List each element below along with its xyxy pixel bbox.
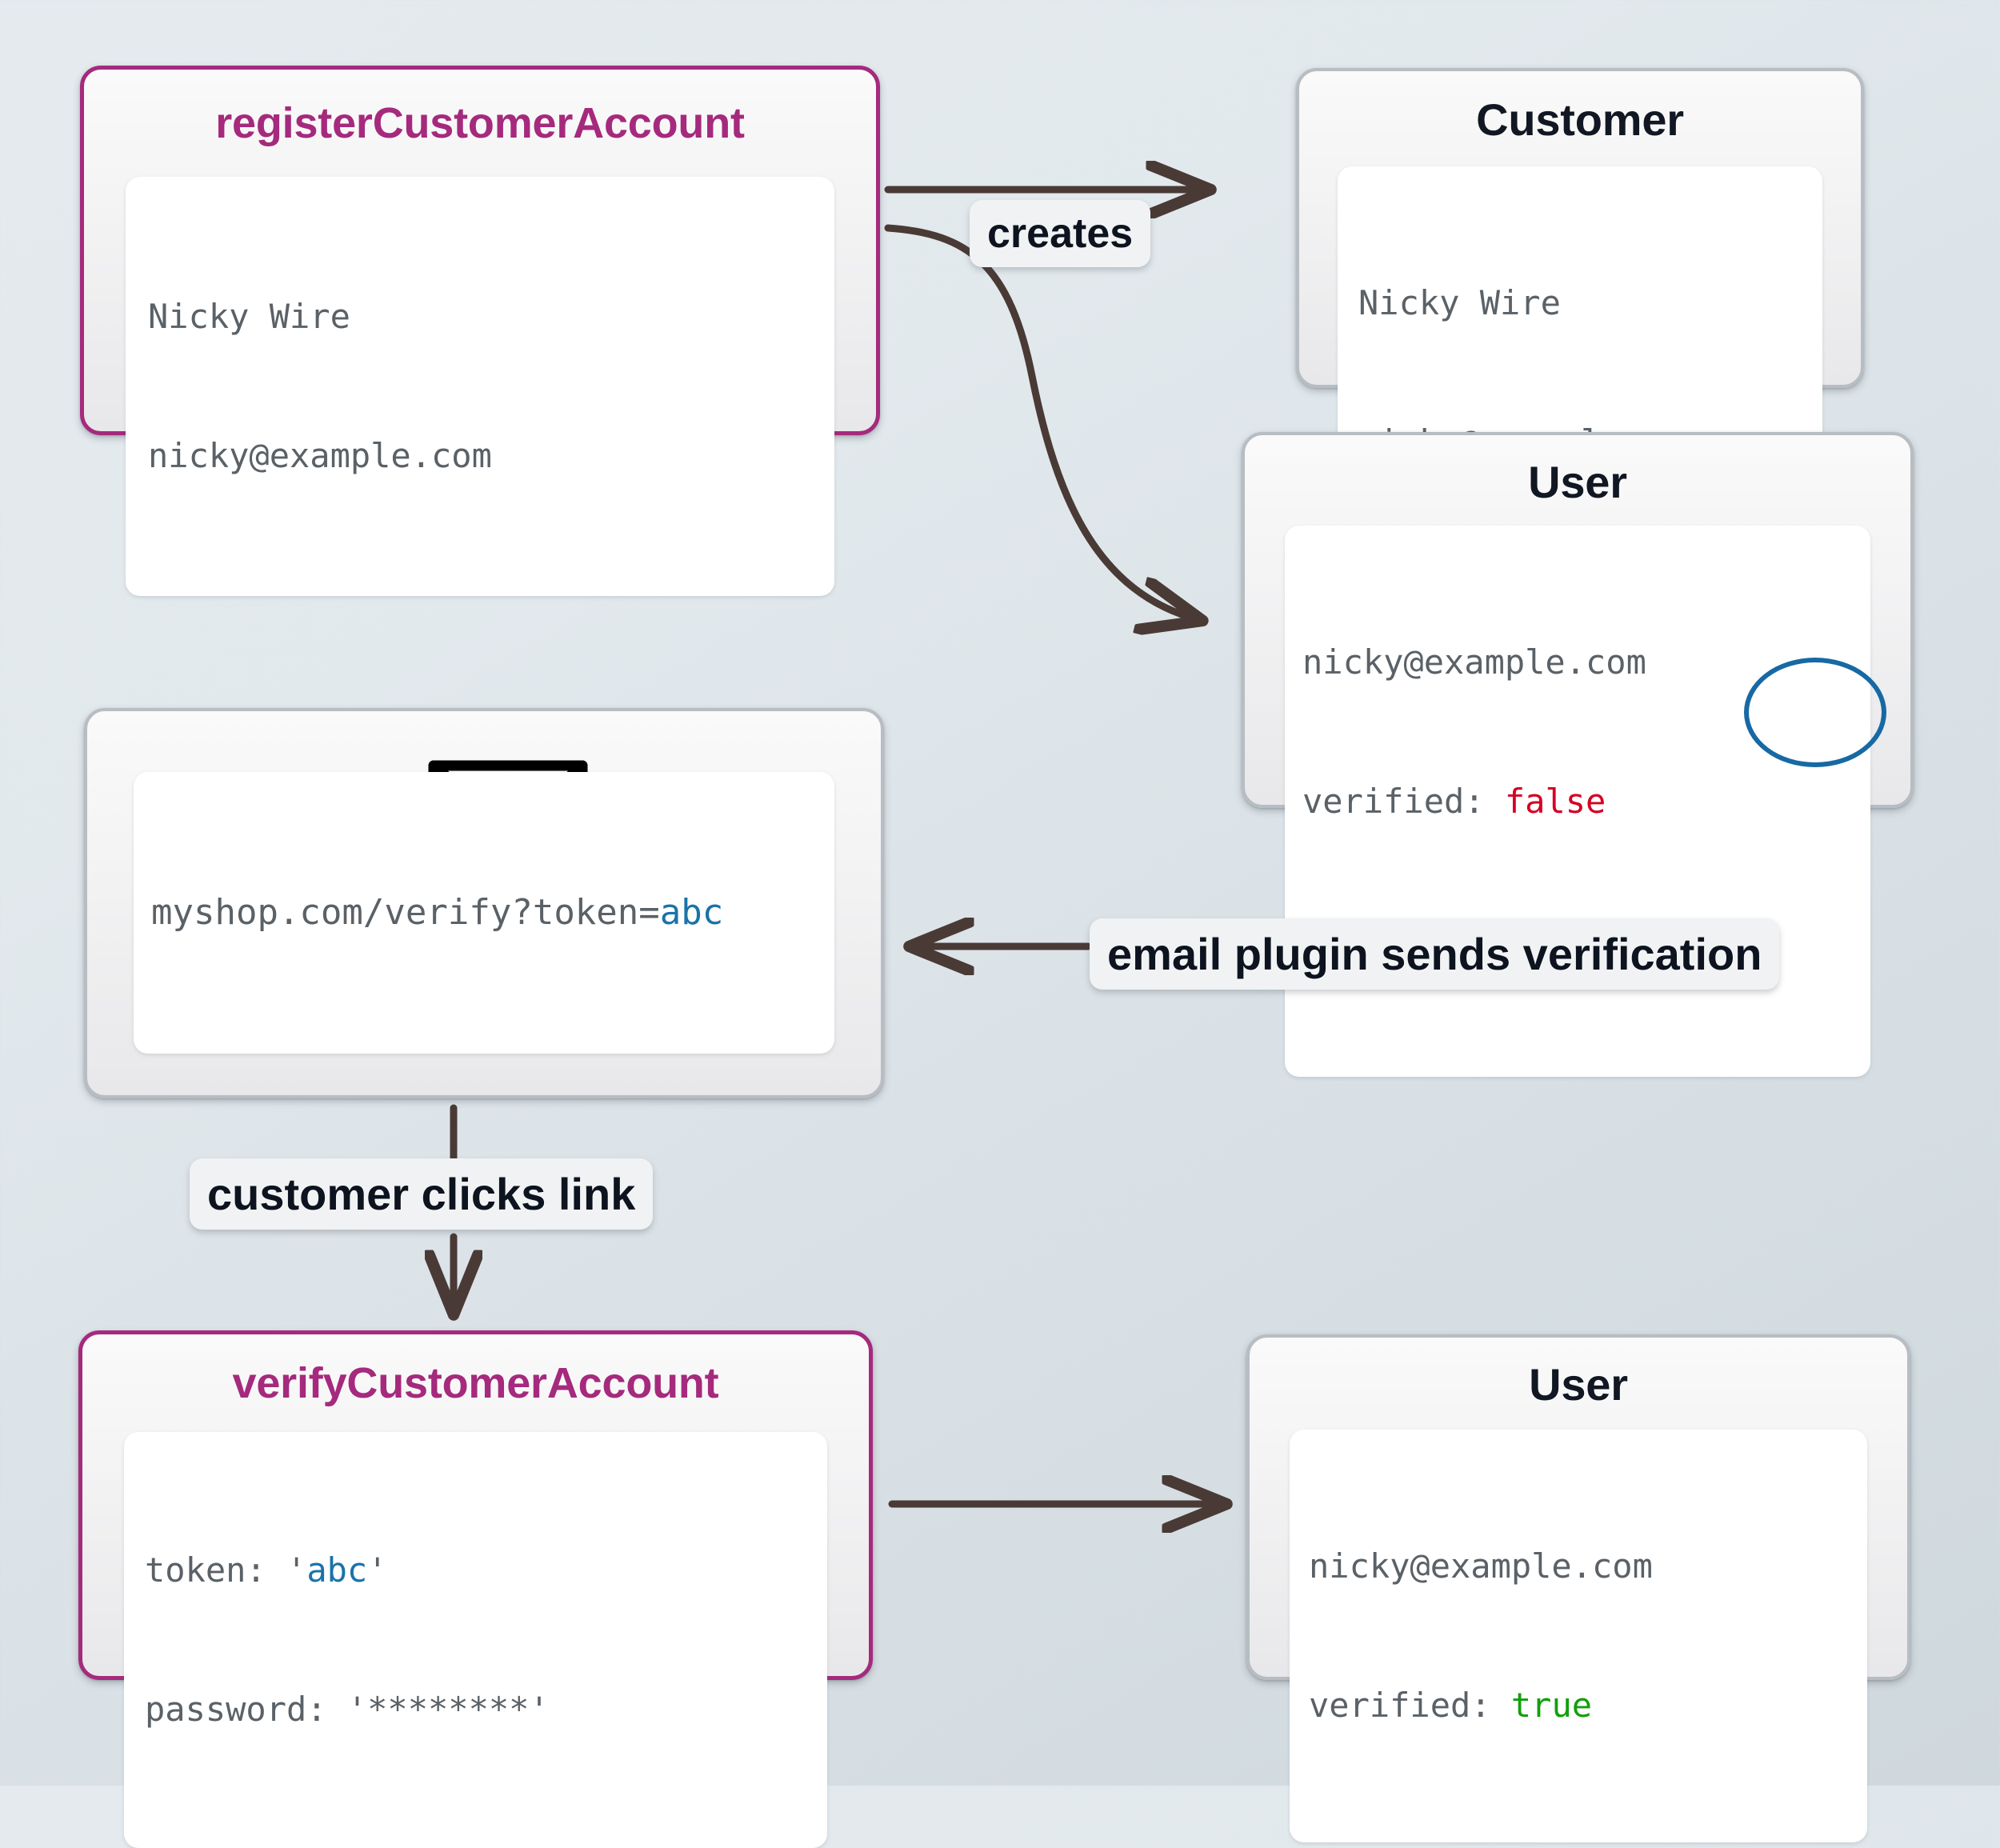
register-arguments-panel: Nicky Wire nicky@example.com [126, 177, 834, 596]
user-verified-field-verified: verified: true [1309, 1682, 1848, 1729]
email-url-prefix: myshop.com/verify?token= [151, 891, 660, 933]
verify-arg-token-value: abc [306, 1550, 368, 1590]
edge-register-to-user [884, 224, 1200, 620]
node-title-customer: Customer [1476, 94, 1684, 145]
edge-label-creates: creates [970, 200, 1151, 267]
node-customer-entity[interactable]: Customer Nicky Wire nicky@example.com [1296, 68, 1864, 579]
node-title-user-verified: User [1529, 1359, 1628, 1410]
register-arg-name: Nicky Wire [148, 296, 350, 336]
user-field-verified: verified: false [1302, 778, 1853, 825]
user-verified-field-value: true [1510, 1685, 1593, 1725]
user-verified-fields-panel: nicky@example.com verified: true [1290, 1430, 1867, 1842]
node-title-user-unverified: User [1528, 457, 1627, 507]
user-verified-field-email: nicky@example.com [1309, 1546, 1653, 1586]
verify-arg-token-quote-close: ' [367, 1550, 388, 1590]
verify-arg-password: password: '********' [145, 1689, 550, 1729]
node-user-verified[interactable]: User nicky@example.com verified: true [1246, 1334, 1910, 1842]
email-verification-url: myshop.com/verify?token=abc [151, 889, 817, 938]
diagram-canvas: registerCustomerAccount Nicky Wire nicky… [78, 66, 1914, 1848]
user-verified-field-key: verified: [1309, 1685, 1511, 1725]
node-verify-customer-account[interactable]: verifyCustomerAccount token: 'abc' passw… [78, 1330, 873, 1848]
email-verification-url-panel[interactable]: myshop.com/verify?token=abc [134, 772, 834, 1054]
email-url-token: abc [659, 891, 724, 933]
register-arg-email: nicky@example.com [148, 435, 492, 475]
verify-arg-token-quote-open: ' [286, 1550, 307, 1590]
user-field-verified-value: false [1504, 781, 1606, 821]
edge-label-customer-clicks-link: customer clicks link [190, 1158, 654, 1230]
verification-token-highlight-circle [1744, 658, 1886, 767]
verify-arg-token: token: 'abc' [145, 1547, 806, 1594]
node-title-verify-customer-account: verifyCustomerAccount [232, 1359, 719, 1407]
customer-field-name: Nicky Wire [1358, 282, 1561, 322]
node-register-customer-account[interactable]: registerCustomerAccount Nicky Wire nicky… [80, 66, 880, 596]
user-field-verified-key: verified: [1302, 781, 1505, 821]
edge-label-email-plugin-sends-verification: email plugin sends verification [1090, 918, 1780, 990]
node-email-message[interactable]: myshop.com/verify?token=abc [84, 708, 884, 1098]
user-unverified-fields-panel: nicky@example.com verified: false verifi… [1285, 526, 1870, 1078]
user-field-email: nicky@example.com [1302, 642, 1646, 682]
node-title-register-customer-account: registerCustomerAccount [215, 99, 745, 147]
verify-arg-token-key: token: [145, 1550, 287, 1590]
verify-arguments-panel: token: 'abc' password: '********' [124, 1432, 827, 1848]
